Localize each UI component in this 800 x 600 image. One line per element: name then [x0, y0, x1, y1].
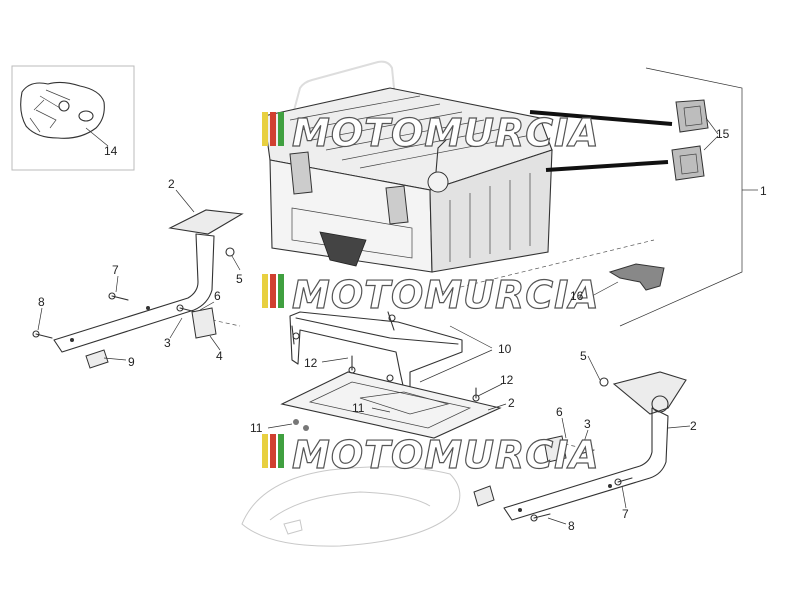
callout-2-left-bracket: 2	[168, 177, 175, 191]
reflector-pads	[529, 99, 709, 181]
callout-2-base-plate: 2	[508, 396, 515, 410]
leader-lines	[37, 117, 719, 525]
watermark-logo-bottom: MOTOMURCIA	[262, 432, 600, 478]
callout-8-right: 8	[568, 519, 575, 533]
watermark-logo-middle: MOTOMURCIA	[262, 272, 600, 318]
callout-7-left: 7	[112, 263, 119, 277]
group-bracket-part-1	[619, 67, 758, 327]
callout-4: 4	[216, 349, 223, 363]
callout-16: 16	[570, 289, 584, 303]
callout-9: 9	[128, 355, 135, 369]
callout-5-right: 5	[580, 349, 587, 363]
callout-5-left: 5	[236, 272, 243, 286]
watermark-text: MOTOMURCIA	[292, 111, 600, 155]
callout-12-left: 12	[304, 356, 318, 370]
callout-3-left: 3	[164, 336, 171, 350]
callout-6-left: 6	[214, 289, 221, 303]
inset-box-part-14	[11, 65, 135, 171]
watermark-text: MOTOMURCIA	[292, 433, 600, 477]
callout-2-right-bracket: 2	[690, 419, 697, 433]
callout-8-left: 8	[38, 295, 45, 309]
callout-6-right: 6	[556, 405, 563, 419]
callout-3-right: 3	[584, 417, 591, 431]
callout-1: 1	[760, 184, 767, 198]
base-plate	[280, 355, 502, 439]
callout-11-left: 11	[250, 421, 263, 435]
callout-12-right: 12	[500, 373, 514, 387]
clip-part-16	[608, 263, 665, 291]
seat-ghost-outline	[241, 466, 461, 547]
callout-7-right: 7	[622, 507, 629, 521]
callout-11-center: 11	[352, 401, 365, 415]
right-side-bar	[473, 371, 687, 522]
callout-10: 10	[498, 342, 512, 356]
callout-labels: 14 2 15 1 5 7 8 6 3 4 9 16 10 12 12 2 11…	[38, 127, 767, 533]
left-side-bar	[32, 209, 244, 369]
watermark-text: MOTOMURCIA	[292, 273, 600, 317]
callout-15: 15	[716, 127, 730, 141]
top-case	[263, 60, 553, 273]
callout-14: 14	[104, 144, 118, 158]
watermark-logo-top: MOTOMURCIA	[262, 110, 600, 156]
